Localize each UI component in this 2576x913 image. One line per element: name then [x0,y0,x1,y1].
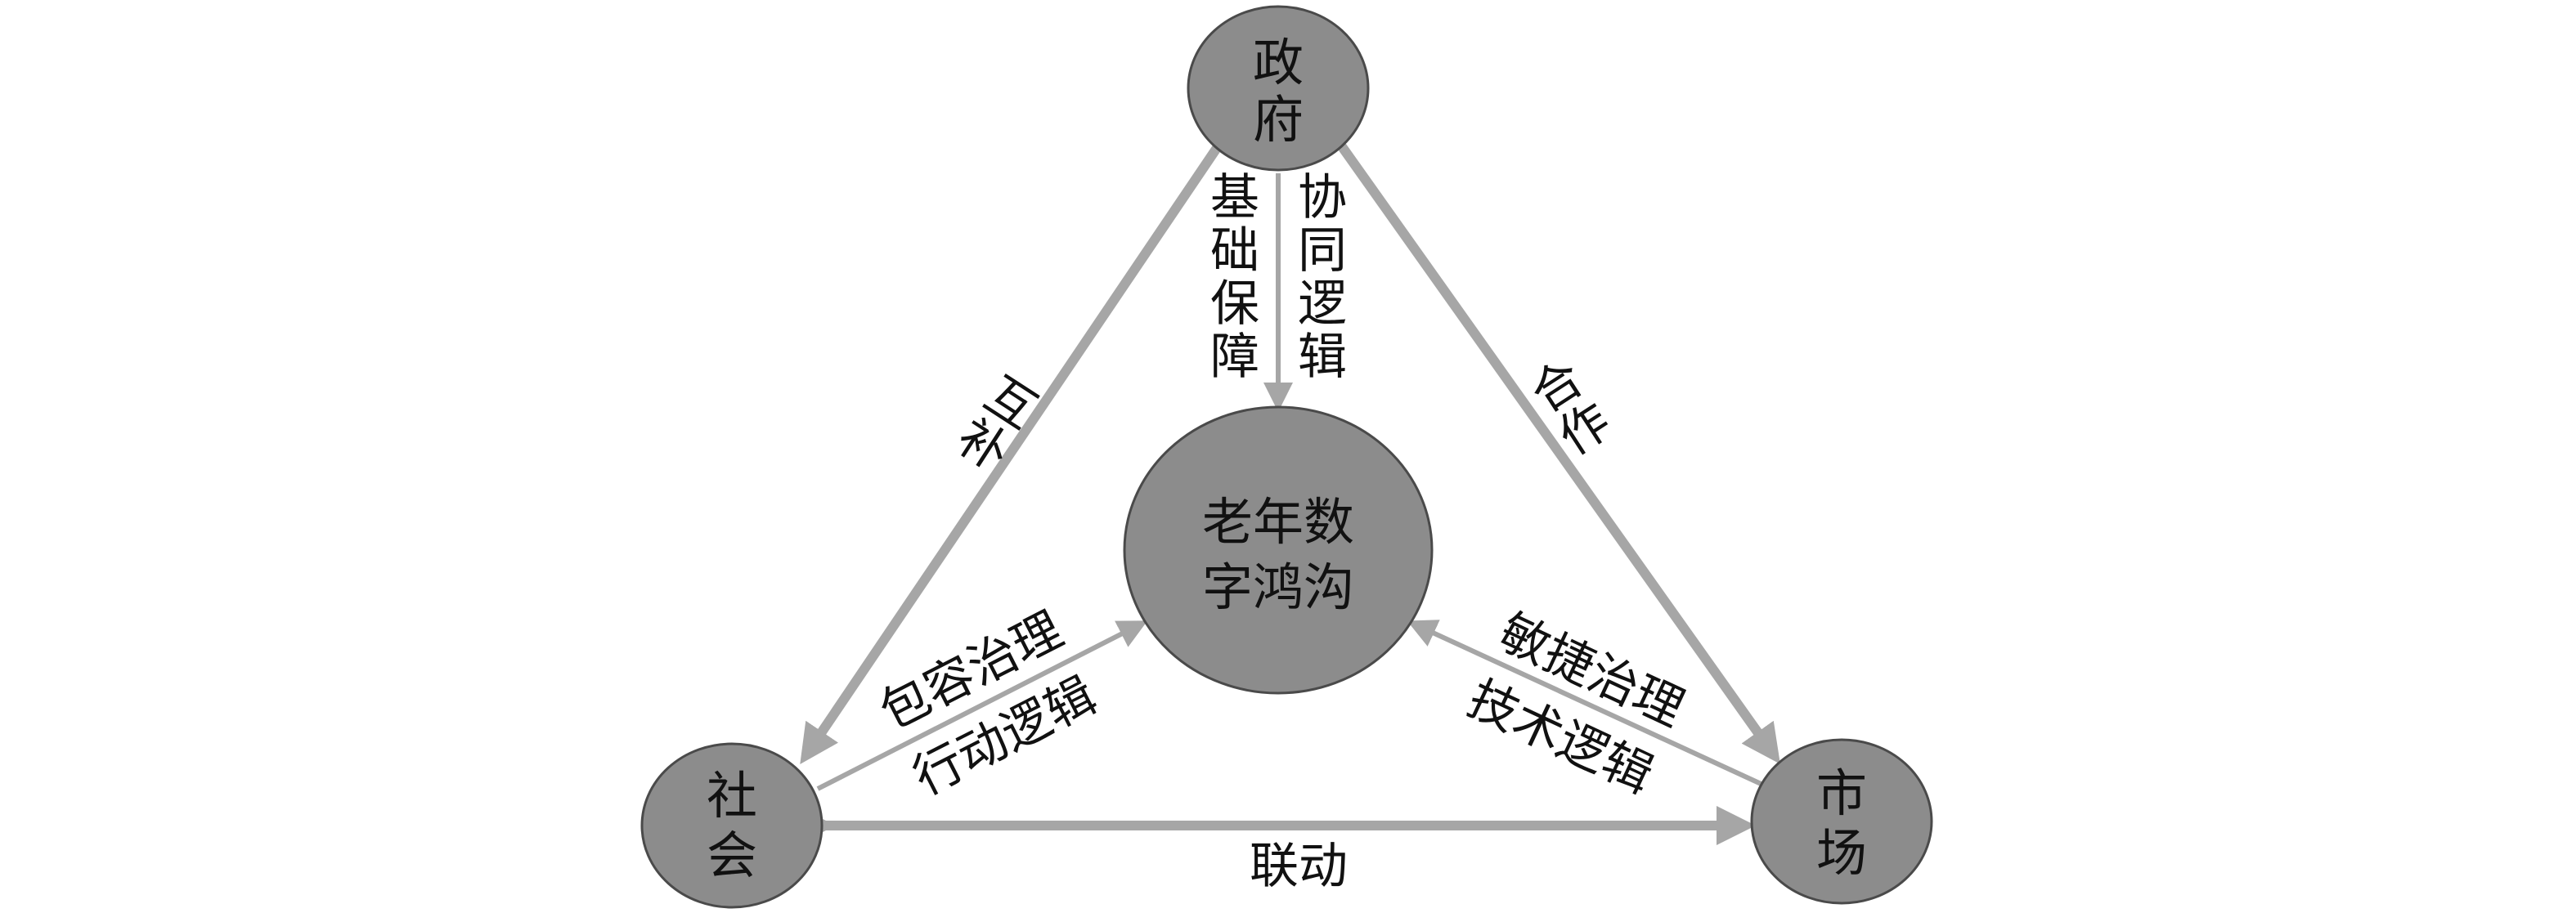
node-government: 政 府 [1187,5,1370,172]
node-society: 社 会 [640,742,824,909]
edge-label-gc-right-4: 辑 [1298,329,1347,386]
edge-label-government-center-left: 基 础 保 障 [1210,169,1259,386]
node-center: 老年数 字鸿沟 [1123,405,1434,695]
arrow-government-to-society [800,142,1223,764]
edge-label-government-center-right: 协 同 逻 辑 [1298,169,1347,386]
edge-label-gc-left-4: 障 [1210,329,1259,386]
node-society-label-2: 会 [707,826,757,885]
edge-label-gc-left-2: 础 [1210,222,1259,280]
node-government-label-2: 府 [1253,90,1304,150]
edge-label-gc-left-1: 基 [1210,169,1259,226]
edge-label-gc-right-2: 同 [1298,222,1347,280]
node-society-label-1: 社 [707,766,757,826]
edge-label-government-market: 合 作 [1521,350,1621,467]
node-market-label-2: 场 [1816,823,1867,883]
node-market: 市 场 [1750,738,1933,905]
node-center-label-1: 老年数 [1202,492,1354,552]
node-center-label-2: 字鸿沟 [1202,557,1354,617]
arrow-market-to-center [1407,620,1770,790]
arrow-society-to-center [816,620,1148,791]
edge-label-market-center: 敏捷治理 技术逻辑 [1459,603,1692,804]
edge-label-gc-left-3: 保 [1210,275,1259,333]
arrow-government-to-market [1337,142,1780,764]
node-government-label-1: 政 [1253,33,1304,92]
edge-label-society-market: 联动 [1250,838,1348,895]
edge-label-gc-right-1: 协 [1298,169,1347,226]
node-market-label-1: 市 [1816,763,1867,823]
edge-label-gc-right-3: 逻 [1298,275,1347,333]
